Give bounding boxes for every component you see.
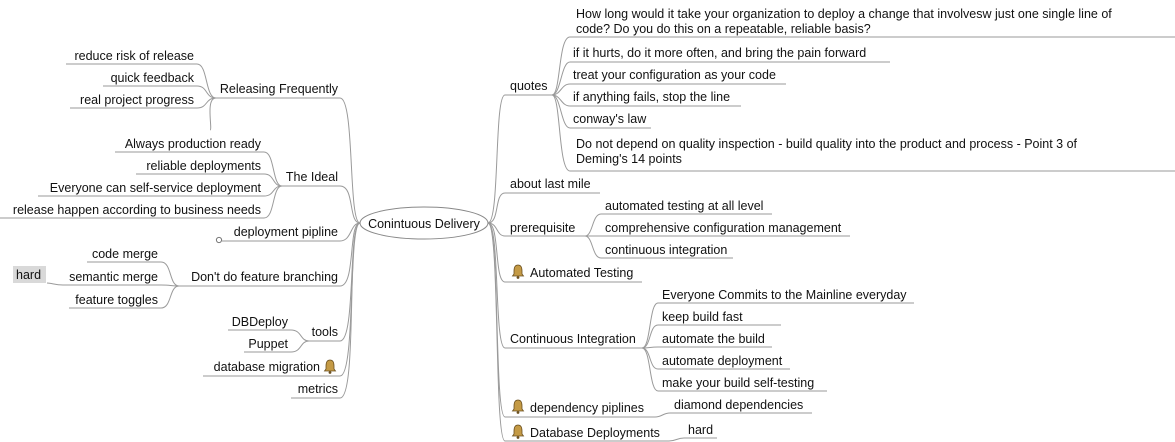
node-feature-branching[interactable]: Don't do feature branching: [191, 270, 338, 284]
quote-config-as-code[interactable]: treat your configuration as your code: [573, 68, 776, 82]
node-continuous-integration-prereq[interactable]: continuous integration: [605, 243, 727, 257]
node-automate-deployment[interactable]: automate deployment: [662, 354, 783, 368]
bell-icon: [512, 424, 524, 440]
root-node[interactable]: Conintuous Delivery: [359, 206, 489, 240]
node-real-progress[interactable]: real project progress: [80, 93, 194, 107]
node-feature-toggles[interactable]: feature toggles: [75, 293, 158, 307]
node-business-needs[interactable]: release happen according to business nee…: [13, 203, 261, 217]
node-the-ideal[interactable]: The Ideal: [286, 170, 338, 184]
quote-it-hurts[interactable]: if it hurts, do it more often, and bring…: [573, 46, 866, 60]
node-db-hard[interactable]: hard: [688, 423, 713, 437]
node-reduce-risk[interactable]: reduce risk of release: [74, 49, 194, 63]
note-hard[interactable]: hard: [16, 268, 41, 282]
node-continuous-integration[interactable]: Continuous Integration: [510, 332, 636, 346]
node-quick-feedback[interactable]: quick feedback: [111, 71, 195, 85]
node-quotes[interactable]: quotes: [510, 79, 548, 93]
node-prerequisite[interactable]: prerequisite: [510, 221, 575, 235]
underlines: [0, 36, 1175, 442]
quote-deming-line-2[interactable]: Deming's 14 points: [576, 152, 682, 166]
bell-icon: [324, 359, 336, 375]
node-dependency-piplines[interactable]: dependency piplines: [530, 401, 644, 415]
node-database-migration[interactable]: database migration: [214, 360, 320, 374]
node-deployment-pipline[interactable]: deployment pipline: [234, 225, 338, 239]
node-semantic-merge[interactable]: semantic merge: [69, 270, 158, 284]
bell-icon: [512, 399, 524, 415]
quote-deploy-line-1[interactable]: How long would it take your organization…: [576, 7, 1112, 21]
node-puppet[interactable]: Puppet: [248, 337, 288, 351]
root-label: Conintuous Delivery: [368, 217, 481, 231]
node-code-merge[interactable]: code merge: [92, 247, 158, 261]
note-box: [13, 266, 46, 283]
node-production-ready[interactable]: Always production ready: [125, 137, 262, 151]
node-about-last-mile[interactable]: about last mile: [510, 177, 591, 191]
node-self-service[interactable]: Everyone can self-service deployment: [50, 181, 262, 195]
edges: [46, 36, 685, 442]
node-automated-testing-all-level[interactable]: automated testing at all level: [605, 199, 763, 213]
quote-stop-the-line[interactable]: if anything fails, stop the line: [573, 90, 730, 104]
node-keep-build-fast[interactable]: keep build fast: [662, 310, 743, 324]
node-releasing-frequently[interactable]: Releasing Frequently: [220, 82, 339, 96]
node-tools[interactable]: tools: [312, 325, 338, 339]
node-automated-testing[interactable]: Automated Testing: [530, 266, 633, 280]
node-diamond-dependencies[interactable]: diamond dependencies: [674, 398, 803, 412]
quote-deploy-line-2[interactable]: code? Do you do this on a repeatable, re…: [576, 22, 871, 36]
node-self-testing[interactable]: make your build self-testing: [662, 376, 814, 390]
node-config-management[interactable]: comprehensive configuration management: [605, 221, 842, 235]
node-metrics[interactable]: metrics: [298, 382, 338, 396]
collapsed-indicator[interactable]: [215, 236, 223, 244]
quote-deming-line-1[interactable]: Do not depend on quality inspection - bu…: [576, 137, 1078, 151]
quote-conways-law[interactable]: conway's law: [573, 112, 647, 126]
node-dbdeploy[interactable]: DBDeploy: [232, 315, 289, 329]
node-reliable-deployments[interactable]: reliable deployments: [146, 159, 261, 173]
bell-icon: [512, 264, 524, 280]
node-database-deployments[interactable]: Database Deployments: [530, 426, 660, 440]
node-commits-mainline[interactable]: Everyone Commits to the Mainline everyda…: [662, 288, 907, 302]
node-automate-build[interactable]: automate the build: [662, 332, 765, 346]
